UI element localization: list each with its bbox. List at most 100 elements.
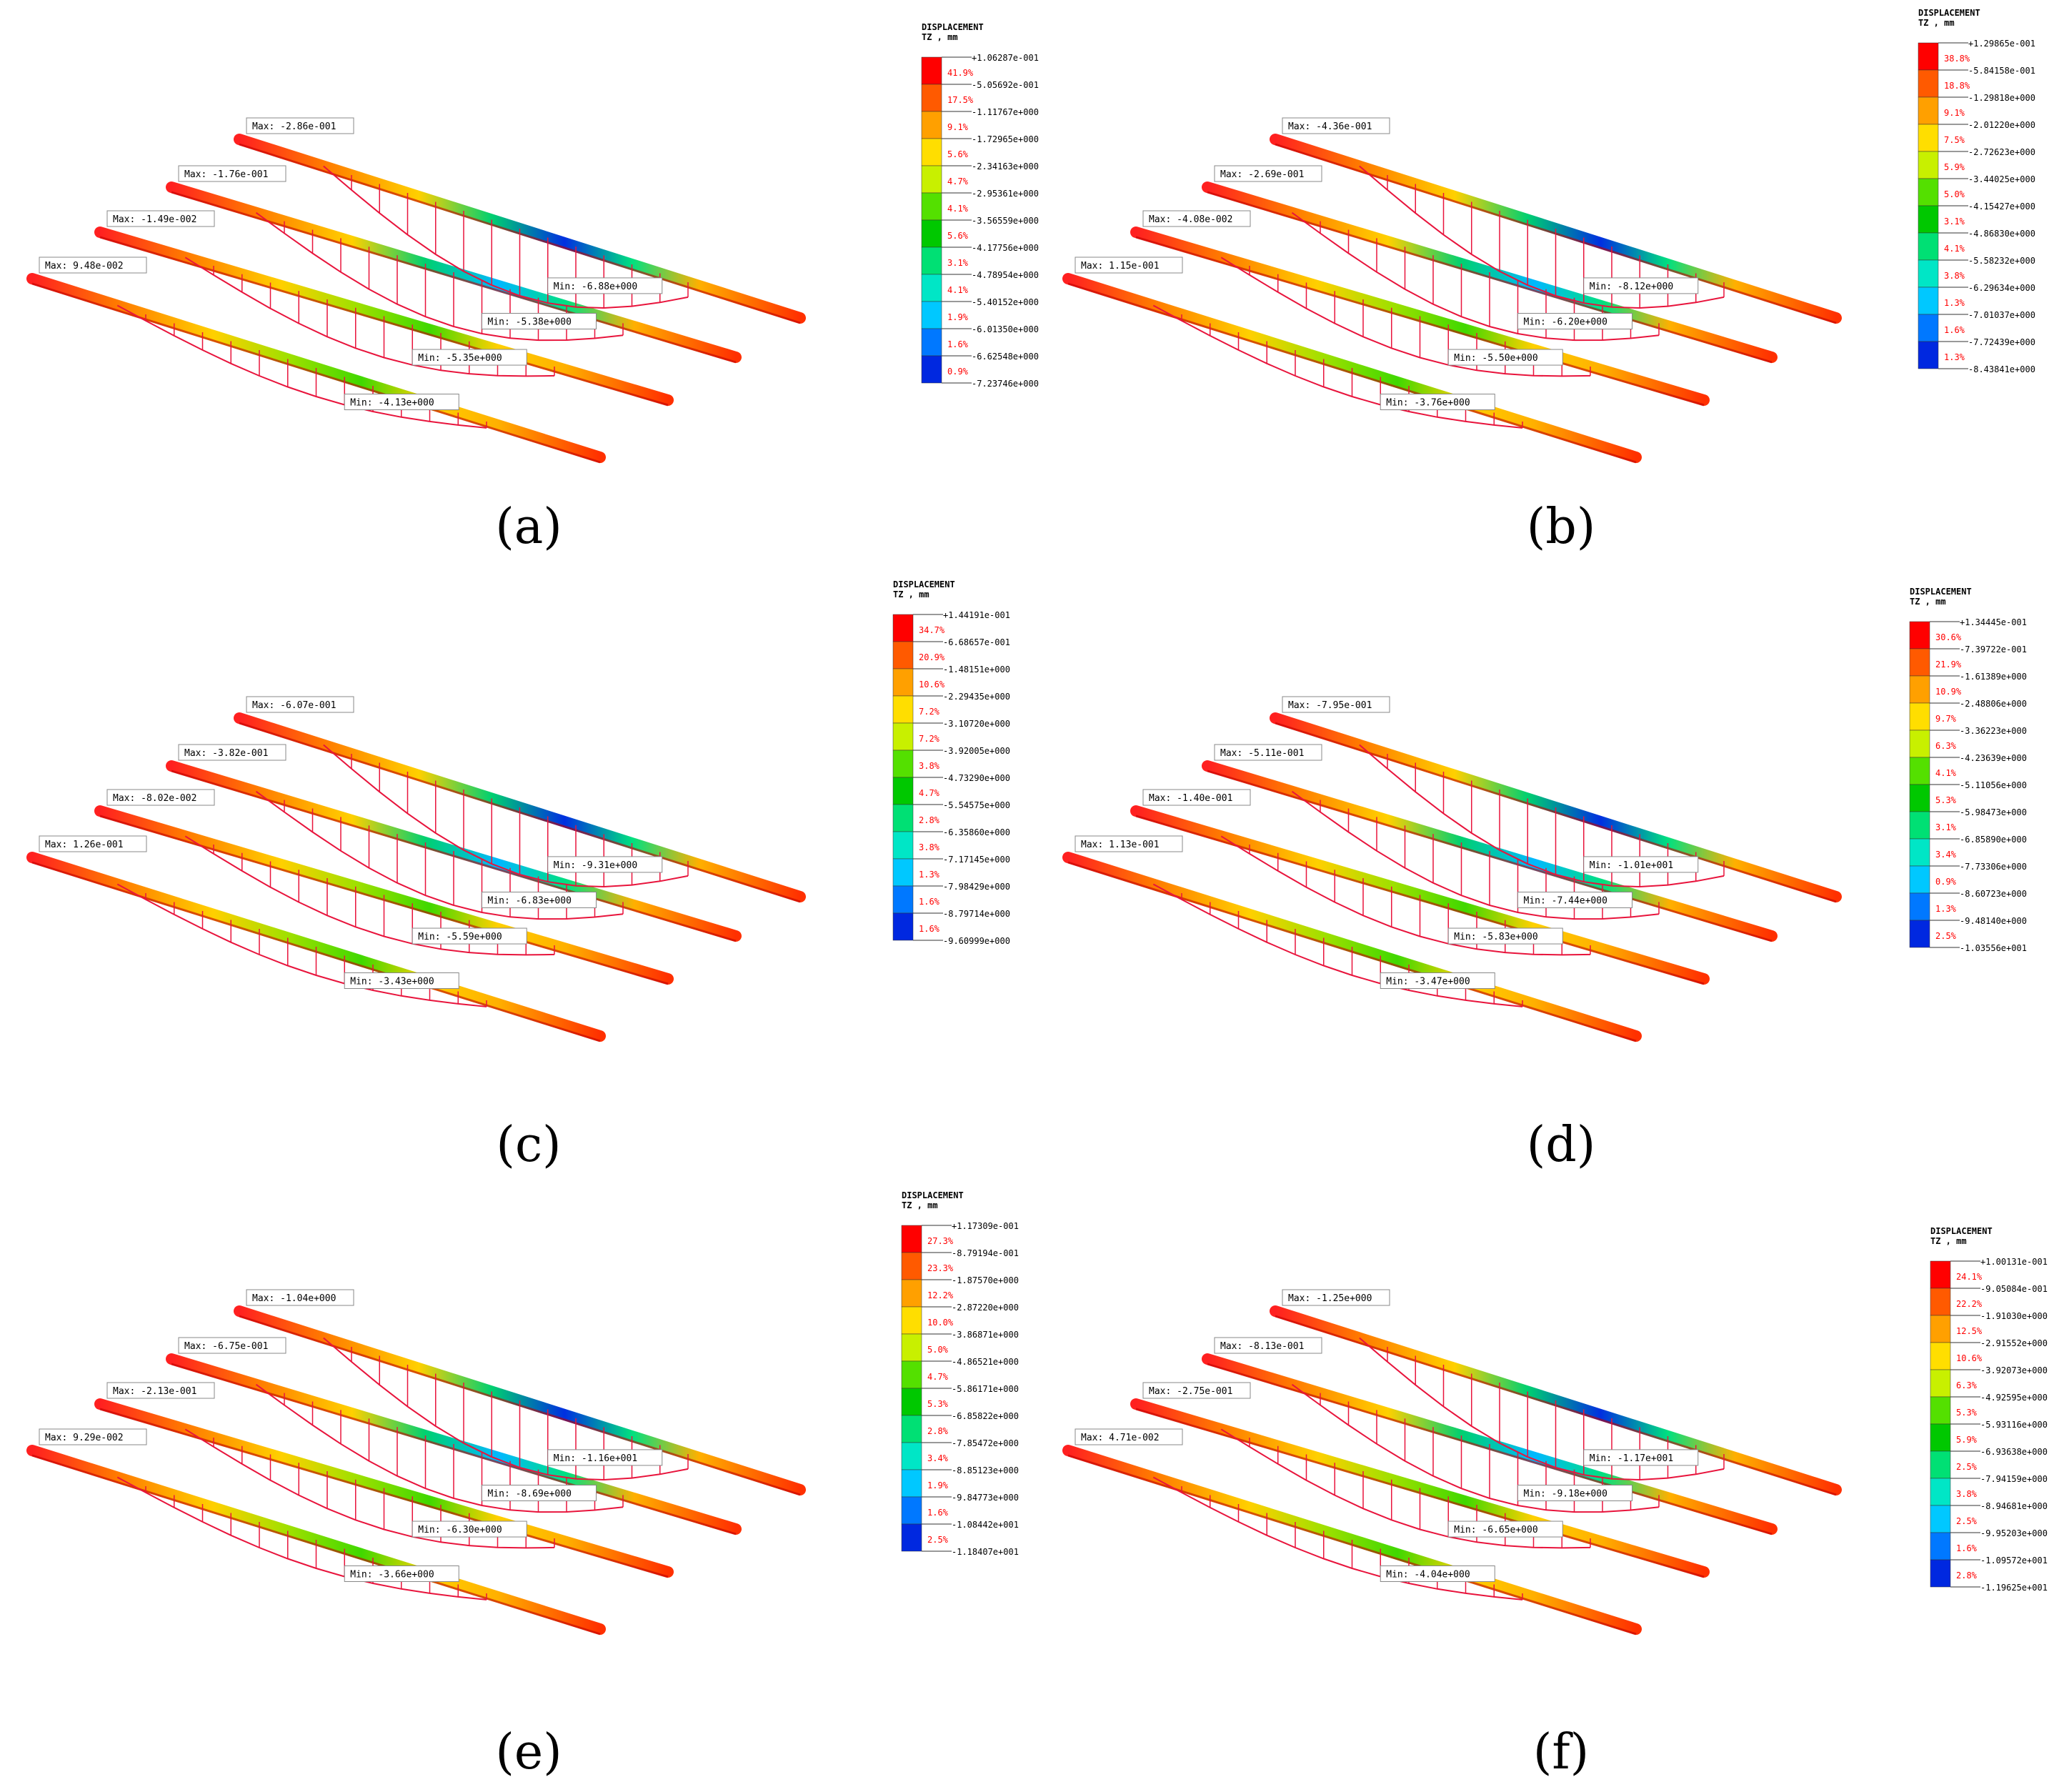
beam xyxy=(166,181,742,364)
beam xyxy=(1202,760,1778,942)
legend-band xyxy=(1930,1559,1951,1588)
legend-band xyxy=(1918,341,1939,369)
min-label: Min: -1.16e+001 xyxy=(547,1449,663,1466)
deflection-curve xyxy=(323,744,689,888)
legend-band xyxy=(1918,96,1939,125)
legend-value: -4.86521e+000 xyxy=(952,1357,1019,1367)
legend-percent: 3.8% xyxy=(919,842,940,852)
svg-text:Max: -3.82e-001: Max: -3.82e-001 xyxy=(184,748,268,759)
beam xyxy=(234,1305,806,1496)
min-label: Min: -6.20e+000 xyxy=(1517,313,1632,329)
legend-percent: 3.4% xyxy=(1935,850,1957,860)
legend-title: DISPLACEMENT xyxy=(922,22,984,32)
legend-percent: 5.0% xyxy=(927,1345,949,1355)
beam xyxy=(1062,273,1642,464)
deflection-curve xyxy=(1220,835,1591,956)
beam xyxy=(26,852,606,1042)
legend-percent: 1.6% xyxy=(1944,325,1965,335)
legend-percent: 2.5% xyxy=(1935,931,1957,941)
svg-text:Max: -8.02e-002: Max: -8.02e-002 xyxy=(113,793,196,804)
legend-value: -5.84158e-001 xyxy=(1968,66,2035,76)
deflection-curve xyxy=(116,1476,487,1601)
legend-band xyxy=(901,1469,922,1498)
svg-text:Max: -7.95e-001: Max: -7.95e-001 xyxy=(1288,700,1372,711)
legend-title: DISPLACEMENT xyxy=(893,579,955,589)
legend-value: -7.85472e+000 xyxy=(952,1438,1019,1448)
legend-percent: 24.1% xyxy=(1956,1272,1983,1282)
max-label: Max: -8.13e-001 xyxy=(1214,1337,1322,1354)
max-label: Max: -1.25e+000 xyxy=(1282,1289,1390,1306)
legend-percent: 0.9% xyxy=(947,367,969,377)
legend-band xyxy=(1930,1423,1951,1452)
svg-text:Min: -8.12e+000: Min: -8.12e+000 xyxy=(1590,282,1673,292)
legend-band xyxy=(1909,648,1930,677)
min-label: Min: -4.04e+000 xyxy=(1380,1565,1495,1582)
legend-percent: 21.9% xyxy=(1935,659,1962,669)
legend-percent: 7.2% xyxy=(919,734,940,744)
legend-band xyxy=(901,1279,922,1308)
svg-text:Min: -9.18e+000: Min: -9.18e+000 xyxy=(1524,1489,1607,1500)
legend-value: -1.48151e+000 xyxy=(943,664,1010,675)
legend-band xyxy=(921,138,942,166)
min-label: Min: -5.59e+000 xyxy=(412,927,527,945)
legend-band xyxy=(921,84,942,112)
legend-band xyxy=(1909,621,1930,649)
legend-band xyxy=(901,1523,922,1552)
max-label: Max: 1.26e-001 xyxy=(39,835,147,852)
legend-value: -7.01037e+000 xyxy=(1968,310,2035,320)
legend-percent: 3.1% xyxy=(947,258,969,268)
svg-text:Max: -8.13e-001: Max: -8.13e-001 xyxy=(1220,1341,1304,1352)
svg-text:Min: -5.59e+000: Min: -5.59e+000 xyxy=(418,932,502,942)
legend-band xyxy=(892,885,914,914)
legend-percent: 30.6% xyxy=(1935,632,1962,642)
legend-percent: 4.1% xyxy=(947,285,969,295)
legend-percent: 5.0% xyxy=(1944,189,1965,199)
legend-percent: 38.8% xyxy=(1944,54,1970,64)
legend-percent: 2.5% xyxy=(1956,1516,1978,1526)
legend-band xyxy=(901,1442,922,1470)
legend-band xyxy=(1930,1288,1951,1316)
max-label: Max: 1.15e-001 xyxy=(1075,257,1183,274)
legend-band xyxy=(892,695,914,724)
legend-value: -4.92595e+000 xyxy=(1980,1393,2048,1403)
legend-value: -2.95361e+000 xyxy=(972,189,1039,199)
legend-band xyxy=(1918,205,1939,234)
legend-value: -1.03556e+001 xyxy=(1960,943,2027,953)
legend-value: -1.29818e+000 xyxy=(1968,93,2035,103)
max-label: Max: -2.86e-001 xyxy=(246,117,354,134)
legend-value: -3.10720e+000 xyxy=(943,719,1010,729)
legend-value: -1.87570e+000 xyxy=(952,1275,1019,1285)
legend-percent: 3.1% xyxy=(1935,822,1957,832)
legend-value: -7.98429e+000 xyxy=(943,882,1010,892)
legend-value: -6.35860e+000 xyxy=(943,827,1010,837)
svg-text:Min: -7.44e+000: Min: -7.44e+000 xyxy=(1524,896,1607,907)
legend-band xyxy=(901,1415,922,1443)
legend-subtitle: TZ , mm xyxy=(902,1200,938,1210)
legend-band xyxy=(892,804,914,832)
legend-value: -5.40152e+000 xyxy=(972,297,1039,307)
svg-text:Max: -6.75e-001: Max: -6.75e-001 xyxy=(184,1341,268,1352)
legend-percent: 1.3% xyxy=(1944,352,1965,362)
legend-band xyxy=(1909,784,1930,812)
panel-caption: (e) xyxy=(495,1724,562,1781)
legend-title: DISPLACEMENT xyxy=(1918,8,1980,18)
legend-percent: 1.3% xyxy=(1935,904,1957,914)
svg-text:Min: -3.76e+000: Min: -3.76e+000 xyxy=(1386,398,1470,409)
legend-percent: 1.3% xyxy=(919,870,940,880)
min-label: Min: -6.65e+000 xyxy=(1447,1520,1563,1538)
beam xyxy=(94,805,674,985)
min-label: Min: -3.76e+000 xyxy=(1380,394,1495,410)
legend-value: -4.23639e+000 xyxy=(1960,753,2027,763)
legend-value: +1.44191e-001 xyxy=(943,610,1010,620)
svg-text:Min: -8.69e+000: Min: -8.69e+000 xyxy=(488,1489,572,1500)
svg-text:Min: -5.38e+000: Min: -5.38e+000 xyxy=(488,317,572,328)
svg-text:Min: -1.01e+001: Min: -1.01e+001 xyxy=(1590,860,1673,871)
legend-value: -1.09572e+001 xyxy=(1980,1555,2048,1565)
legend-percent: 20.9% xyxy=(919,652,945,662)
legend-percent: 5.9% xyxy=(1944,162,1965,172)
